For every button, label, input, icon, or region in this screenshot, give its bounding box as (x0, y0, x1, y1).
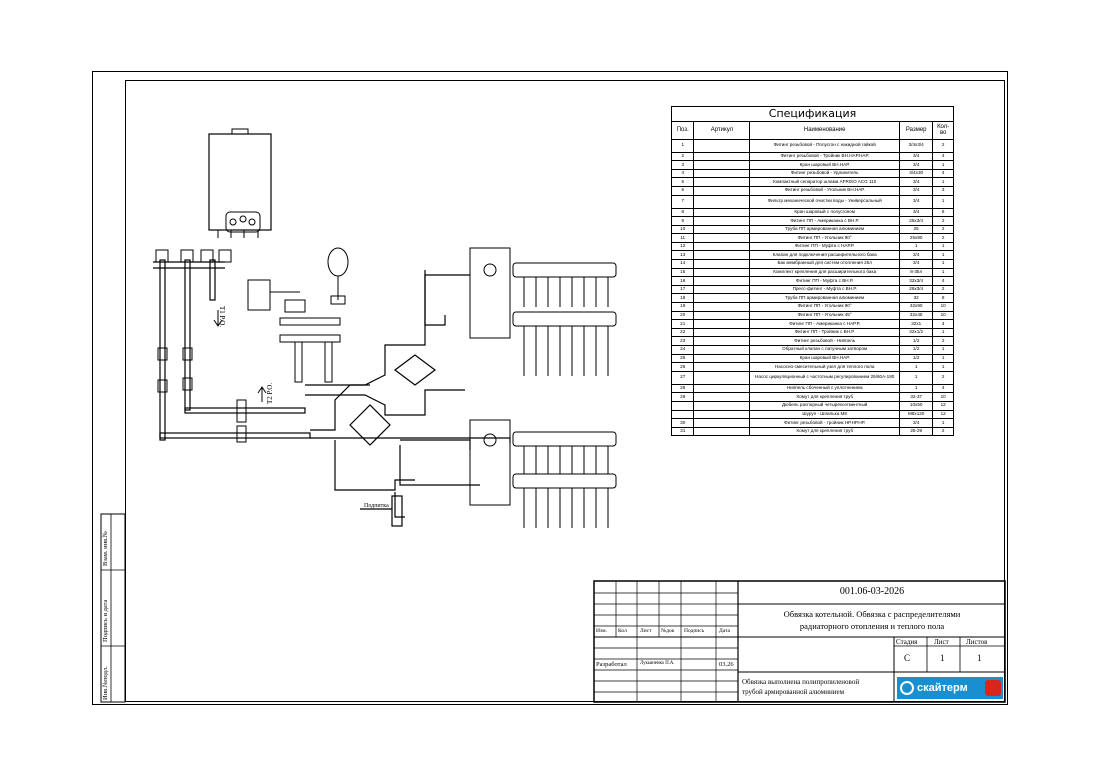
tb-stage: С (904, 653, 911, 663)
manifold-lower (469, 419, 617, 528)
tb-col-docno: №док (661, 628, 675, 634)
spec-row: 7 Фильтр механической очистки воды - Унив… (670, 194, 954, 209)
tb-sheets: 1 (977, 653, 982, 663)
company-logo: скайтерм (897, 677, 1003, 699)
spec-cell-size: 25-29 (899, 426, 934, 437)
tb-col-count: Кол (618, 628, 627, 634)
flow-arrows (213, 310, 267, 402)
spec-cell-size: 1 (899, 370, 934, 385)
spec-cell-pos: 27 (670, 370, 695, 385)
tb-role: Разработал (596, 661, 627, 668)
tb-sheets-header: Листов (966, 638, 988, 646)
drawing-sheet-outer-frame (92, 71, 1008, 705)
specification-table: Спецификация Поз. Артикул Наименование Р… (670, 106, 954, 437)
tb-col-change: Изм. (596, 628, 607, 634)
spec-cell-qty: 2 (932, 370, 954, 385)
separator-cluster (247, 279, 341, 383)
spec-cell-pos: 31 (670, 426, 695, 437)
spec-cell-pos: 7 (670, 194, 695, 209)
manifold-upper (469, 247, 617, 376)
doc-code: 001.06-03-2026 (839, 586, 905, 597)
tb-col-date: Дата (719, 628, 730, 634)
logo-text: скайтерм (917, 682, 968, 694)
spec-body: 1 Фитинг резьбовой - Полусгон с накидной … (670, 138, 954, 437)
spec-cell-qty: 1 (932, 194, 954, 209)
left-valves (155, 249, 247, 443)
tb-author: Лукьяненко П.А. (640, 661, 675, 666)
spec-cell-size: 3/4х3/4 (899, 138, 934, 153)
label-feed: Подпитка (364, 503, 389, 509)
spec-row: 1 Фитинг резьбовой - Полусгон с накидной … (670, 138, 954, 153)
spec-cell-qty: 2 (932, 138, 954, 153)
drawing-sheet-inner-frame (125, 80, 1005, 702)
spec-cell-name: Насос циркуляционный с частотным регулир… (749, 370, 901, 385)
tb-stage-header: Стадия (896, 638, 918, 646)
spec-row: 27 Насос циркуляционный с частотным регул… (670, 370, 954, 385)
spec-title: Спецификация (671, 106, 954, 121)
spec-cell-qty: 2 (932, 426, 954, 437)
tb-note-line2: трубой армированной алюминием (742, 688, 845, 696)
boiler-unit (208, 128, 272, 238)
spec-cell-name: Фитинг резьбовой - Полусгон с накидной г… (749, 138, 901, 153)
logo-wave-icon (900, 681, 914, 695)
tb-date: 03.26 (719, 661, 734, 668)
doc-title-line2: радиаторного отопления и теплого пола (799, 621, 945, 631)
spec-cell-name: Фильтр механической очистки воды - Униве… (749, 194, 901, 209)
doc-title-line1: Обвязка котельной. Обвязка с распределит… (783, 609, 961, 619)
tb-col-signature: Подпись (684, 628, 705, 634)
tb-sheet-header: Лист (934, 638, 949, 646)
spec-cell-pos: 1 (670, 138, 695, 153)
tb-sheet: 1 (940, 653, 945, 663)
tb-note-line1: Обвязка выполнена полипропиленовой (742, 678, 860, 686)
tb-col-sheet: Лист (640, 628, 652, 634)
expansion-tank (327, 247, 349, 305)
logo-flame-icon (985, 680, 1001, 696)
spec-cell-size: 3/4 (899, 194, 934, 209)
